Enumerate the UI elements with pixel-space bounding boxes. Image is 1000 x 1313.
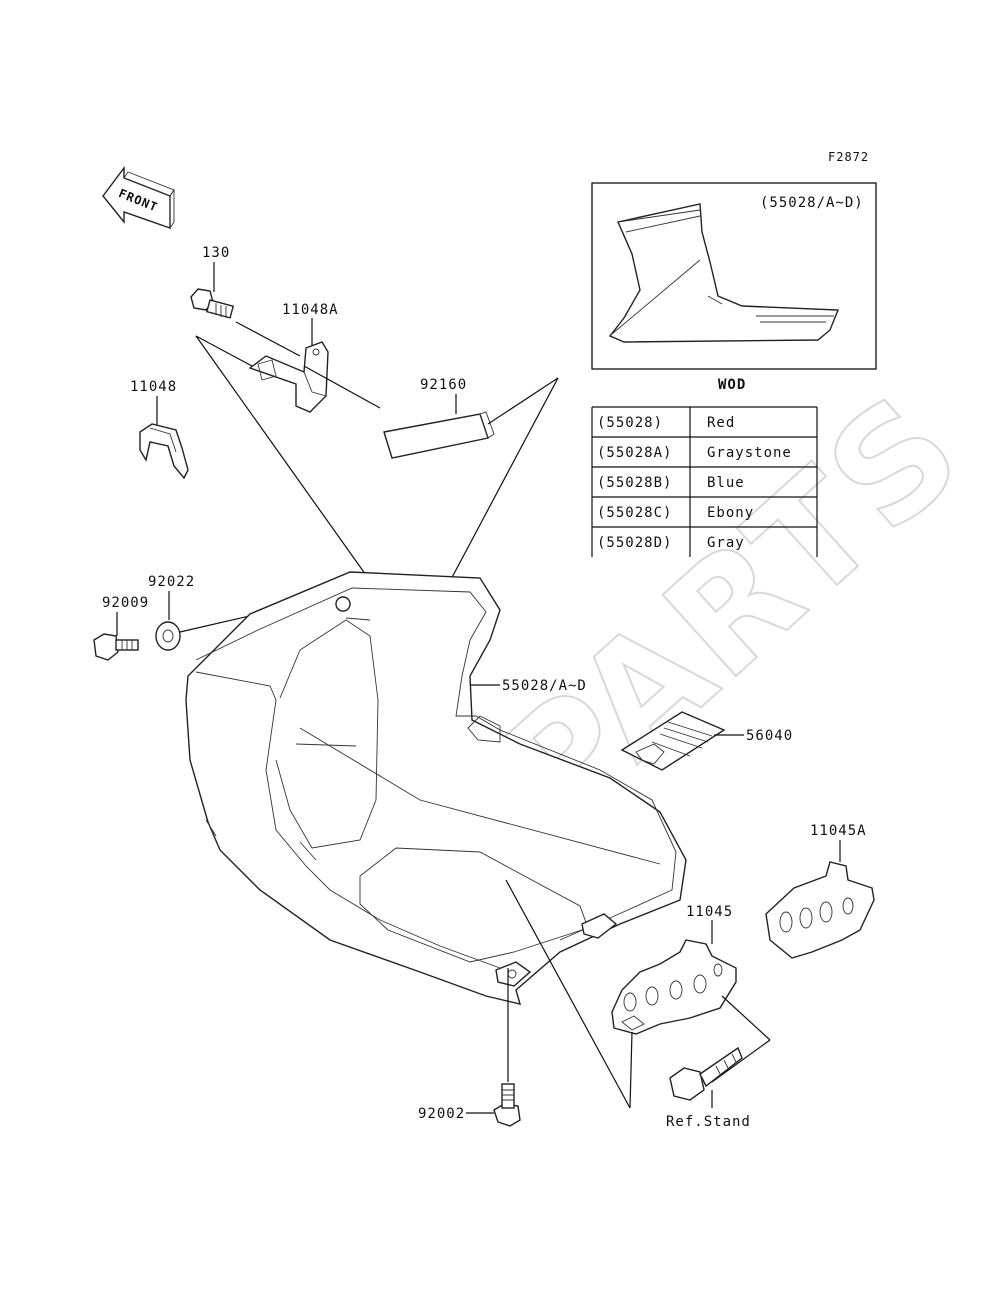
color-table-code: (55028) [597, 415, 663, 431]
color-table-color: Red [707, 415, 735, 431]
callout-92160: 92160 [420, 377, 467, 393]
color-table: (55028) Red (55028A) Graystone (55028B) Blue (… [591, 406, 818, 557]
inset-label: (55028/A~D) [760, 195, 864, 211]
callout-ref-stand: Ref.Stand [666, 1114, 751, 1130]
callout-56040: 56040 [746, 728, 793, 744]
bolt-92002 [493, 1083, 521, 1127]
bolt-ref-stand [669, 1046, 743, 1101]
color-table-code: (55028D) [597, 535, 672, 551]
callout-11045a: 11045A [810, 823, 867, 839]
under-cover-55028 [185, 571, 687, 1005]
callout-130: 130 [202, 245, 230, 261]
washer-92022 [155, 621, 181, 651]
callout-92009: 92009 [102, 595, 149, 611]
label-56040 [620, 711, 726, 771]
color-table-code: (55028B) [597, 475, 672, 491]
color-table-color: Gray [707, 535, 745, 551]
clip-11048 [139, 423, 189, 480]
bracket-11045 [611, 939, 737, 1035]
inset-box: (55028/A~D) WOD [591, 182, 877, 393]
callout-11045: 11045 [686, 904, 733, 920]
front-arrow-icon: FRONT [102, 165, 175, 230]
bracket-11045a [765, 861, 875, 959]
bracket-11048a [248, 341, 329, 413]
color-table-color: Graystone [707, 445, 792, 461]
color-table-color: Blue [707, 475, 745, 491]
color-table-code: (55028C) [597, 505, 672, 521]
callout-92002: 92002 [418, 1106, 465, 1122]
inset-caption: WOD [718, 377, 746, 393]
callout-92022: 92022 [148, 574, 195, 590]
figure-id: F2872 [828, 150, 869, 164]
pad-92160 [383, 411, 495, 459]
callout-11048a: 11048A [282, 302, 339, 318]
color-table-code: (55028A) [597, 445, 672, 461]
callout-55028: 55028/A~D [502, 678, 587, 694]
color-table-color: Ebony [707, 505, 754, 521]
bolt-92009 [93, 633, 139, 661]
bolt-130 [190, 288, 235, 319]
callout-11048: 11048 [130, 379, 177, 395]
